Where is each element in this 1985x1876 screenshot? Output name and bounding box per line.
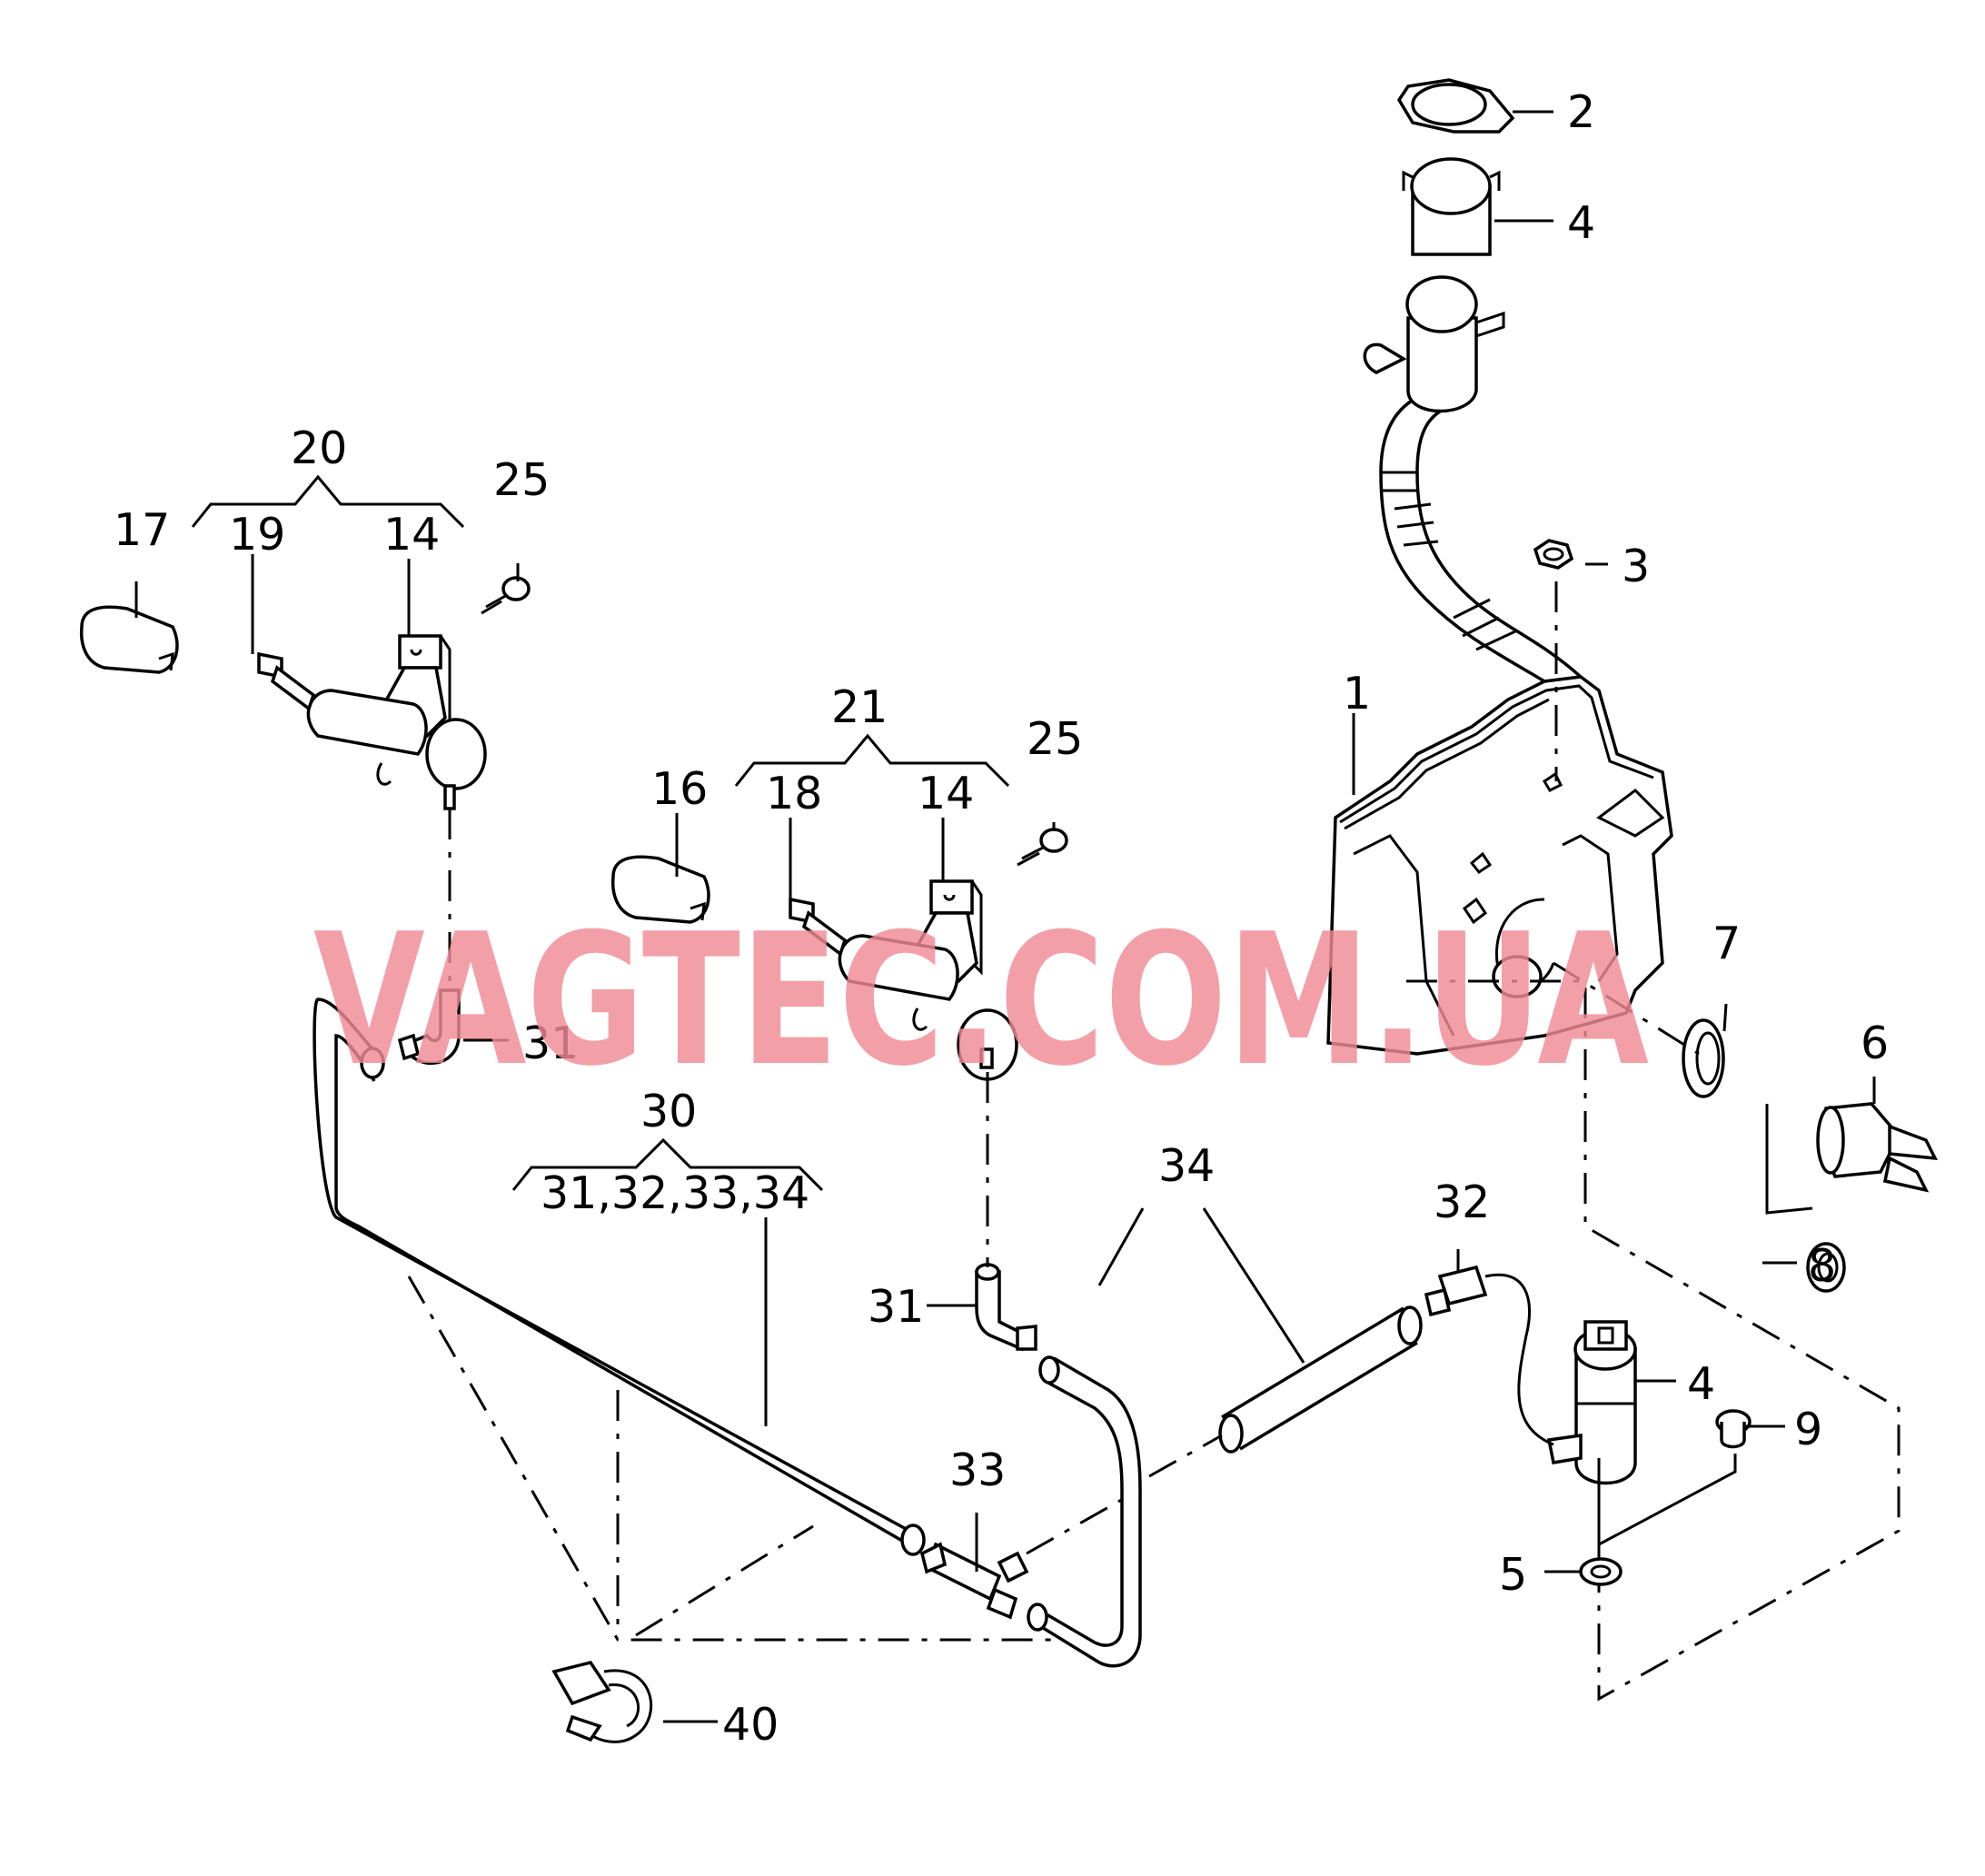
screw-right[interactable] [1017,828,1068,867]
label-8: 8 [1808,1240,1836,1292]
label-4-strainer: 4 [1567,197,1595,249]
elbow-connector-lower[interactable] [975,1263,1037,1352]
washer-jet-right[interactable] [789,879,1018,1081]
label-4-pump: 4 [1687,1358,1715,1410]
label-33: 33 [949,1444,1006,1496]
label-5: 5 [1499,1549,1527,1601]
label-14-right: 14 [918,768,974,819]
filler-neck [1363,275,1505,413]
label-17: 17 [114,504,170,556]
t-connector[interactable] [919,1542,1029,1620]
label-34: 34 [1158,1140,1215,1192]
label-40: 40 [722,1699,779,1751]
label-1: 1 [1343,668,1371,720]
label-20: 20 [291,422,347,474]
hose-straight[interactable] [1218,1305,1423,1454]
washer-jet-left[interactable] [257,634,487,810]
label-25-right: 25 [1027,713,1083,765]
sealing-ring[interactable] [1806,1242,1846,1293]
callout-labels: 1 2 3 4 4 5 6 7 8 9 14 14 16 17 18 19 20… [114,86,1889,1751]
washer-reservoir[interactable] [1326,675,1673,1056]
reservoir-cap[interactable] [1396,78,1515,134]
pump-wire [1484,1273,1554,1446]
filler-neck-hose [1379,389,1583,683]
elbow-connector-upper[interactable] [397,988,461,1065]
label-31-lower: 31 [868,1281,924,1333]
label-14-left: 14 [383,509,440,561]
nozzle-cover-right[interactable] [610,855,710,924]
label-32: 32 [1434,1176,1490,1228]
hose-right-loop[interactable] [1027,1355,1142,1668]
label-9: 9 [1794,1404,1822,1455]
label-30-subparts: 31,32,33,34 [541,1167,809,1219]
sealing-plug[interactable] [1715,1409,1752,1449]
washer-pump[interactable] [1546,1320,1637,1485]
watermark-text: VAGTEC.COM.UA [313,895,1649,1107]
level-sender[interactable] [1816,1102,1938,1193]
nut[interactable] [1533,539,1574,570]
label-18: 18 [766,768,822,819]
label-25-left: 25 [493,454,550,506]
label-6: 6 [1861,1017,1889,1069]
label-19: 19 [229,509,285,561]
label-16: 16 [651,763,708,815]
pump-grommet[interactable] [1579,1557,1623,1586]
label-3: 3 [1622,541,1650,592]
label-30: 30 [640,1086,697,1137]
label-2: 2 [1567,86,1595,138]
hose-connector[interactable] [1424,1265,1488,1317]
leader-lines [134,110,1901,1723]
label-21: 21 [831,681,888,733]
label-7: 7 [1712,918,1741,969]
grommet[interactable] [1682,1018,1725,1098]
screw-left[interactable] [481,576,531,615]
hose-left-loop[interactable] [313,998,926,1556]
nozzle-cover-left[interactable] [79,605,179,674]
hose-clip[interactable] [551,1661,653,1743]
strainer[interactable] [1402,157,1501,256]
label-31-upper: 31 [522,1017,579,1069]
